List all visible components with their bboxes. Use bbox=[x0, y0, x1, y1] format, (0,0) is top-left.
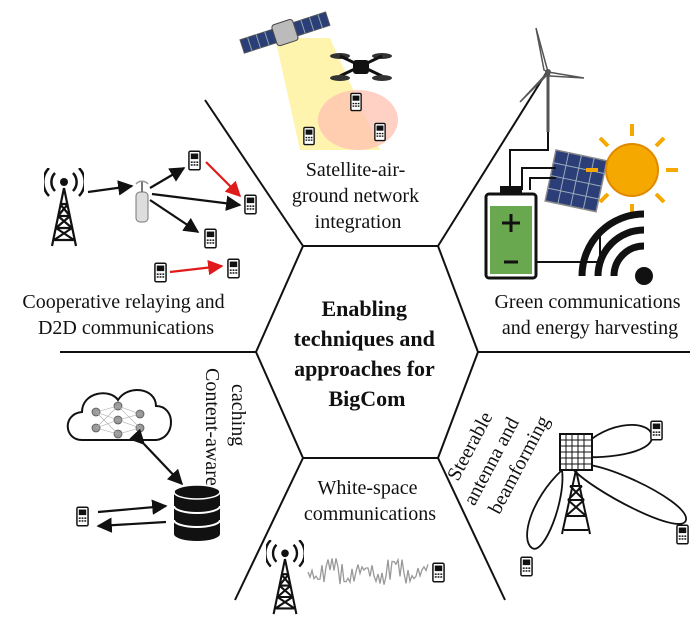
solar-panel-icon bbox=[544, 149, 608, 213]
phone-icon bbox=[650, 420, 663, 441]
phone-icon bbox=[188, 150, 201, 171]
beam-lobes bbox=[526, 424, 687, 550]
green-section: Green communications and energy harvesti… bbox=[484, 27, 685, 339]
phone-icon bbox=[676, 524, 689, 545]
hexagon-frame bbox=[60, 69, 690, 601]
satellite-section: Satellite-air- ground network integratio… bbox=[239, 11, 424, 233]
phone-icon bbox=[350, 92, 362, 112]
phone-icon bbox=[303, 126, 315, 146]
battery-icon bbox=[484, 186, 538, 280]
phone-icon bbox=[432, 562, 445, 583]
database-icon bbox=[173, 484, 221, 541]
whitespace-label: White-space communications bbox=[304, 477, 436, 525]
wireless-icon bbox=[578, 210, 653, 285]
cloud-icon bbox=[66, 388, 172, 441]
phone-icon bbox=[520, 556, 533, 577]
satellite-icon bbox=[239, 11, 331, 54]
steerable-section: Steerable antenna and beamforming bbox=[443, 408, 689, 577]
phone-icon bbox=[374, 122, 386, 142]
satellite-label: Satellite-air- ground network integratio… bbox=[292, 159, 424, 233]
phone-icon bbox=[227, 258, 240, 279]
cooperative-section: Cooperative relaying and D2D communicati… bbox=[22, 150, 257, 339]
waveform-icon bbox=[307, 557, 429, 585]
tower-icon bbox=[44, 168, 84, 248]
array-antenna-icon bbox=[559, 433, 593, 535]
phone-icon bbox=[76, 506, 89, 527]
phone-icon bbox=[154, 262, 167, 283]
phone-icon bbox=[204, 228, 217, 249]
wind-turbine-icon bbox=[519, 27, 585, 132]
whitespace-section: White-space communications bbox=[266, 477, 445, 616]
phone-icon bbox=[244, 194, 257, 215]
center-title: Enabling techniques and approaches for B… bbox=[294, 296, 441, 411]
cooperative-label: Cooperative relaying and D2D communicati… bbox=[22, 291, 229, 339]
drone-icon bbox=[330, 53, 392, 81]
caching-label: Content-aware caching bbox=[201, 368, 249, 491]
tower-icon bbox=[266, 540, 304, 616]
relay-icon bbox=[135, 180, 149, 223]
green-label: Green communications and energy harvesti… bbox=[494, 291, 685, 339]
caching-section: Content-aware caching bbox=[66, 368, 249, 541]
